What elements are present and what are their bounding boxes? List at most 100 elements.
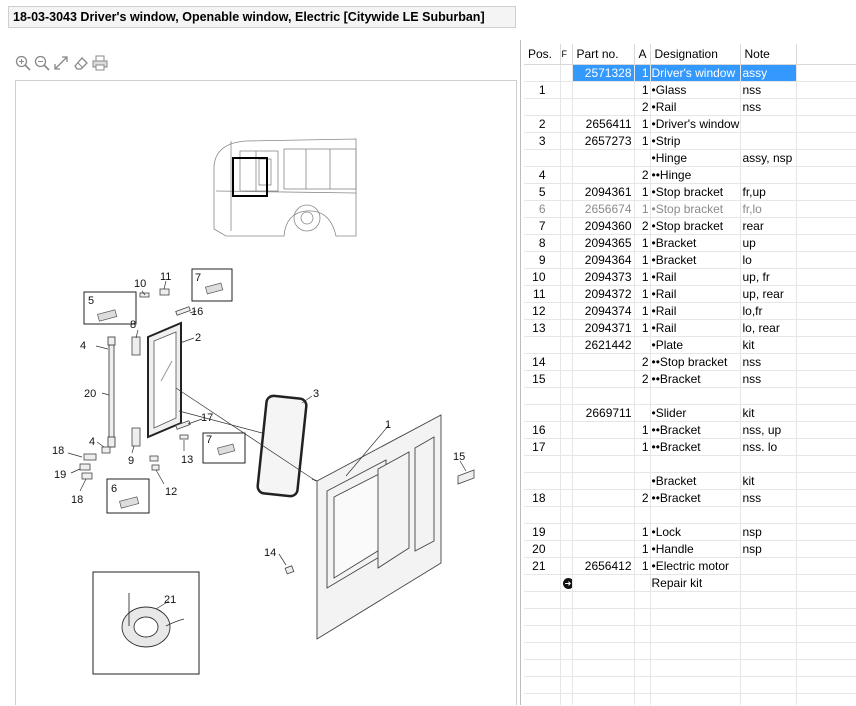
cell-des: •Plate (650, 336, 741, 354)
cell-qty: 1 (634, 302, 651, 320)
cell-pos: 12 (524, 302, 561, 320)
cell-filler (796, 353, 856, 371)
col-header-designation[interactable]: Designation (650, 44, 741, 65)
table-row[interactable] (524, 676, 856, 694)
table-row[interactable] (524, 455, 856, 473)
cell-qty (634, 455, 651, 473)
col-header-pos[interactable]: Pos. (524, 44, 561, 65)
cell-des: •Stop bracket (650, 217, 741, 235)
cell-filler (796, 540, 856, 558)
cell-note (740, 506, 797, 524)
col-header-qty[interactable]: A (634, 44, 651, 65)
cell-f (560, 268, 573, 286)
cell-note (740, 115, 797, 133)
zoom-out-icon[interactable] (33, 54, 51, 72)
cell-part (572, 608, 635, 626)
cell-des: •Rail (650, 268, 741, 286)
cell-part: 2656674 (572, 200, 635, 218)
title-bar: 18-03-3043 Driver's window, Openable win… (8, 6, 516, 28)
cell-des: •Rail (650, 98, 741, 116)
table-row[interactable] (524, 387, 856, 405)
callout-10: 10 (134, 278, 146, 290)
exploded-view-drawing[interactable]: 10 11 7 5 8 16 4 2 20 3 1 17 7 4 18 9 13… (15, 80, 517, 705)
cell-part (572, 455, 635, 473)
table-row[interactable] (524, 642, 856, 660)
table-row[interactable] (524, 693, 856, 705)
cell-part (572, 353, 635, 371)
fit-to-window-icon[interactable] (52, 54, 70, 72)
table-row[interactable]: ➜Repair kit (524, 574, 856, 592)
cell-pos (524, 64, 561, 82)
callout-21: 21 (164, 594, 176, 606)
parts-list-grid[interactable]: Pos. F Part no. A Designation Note 25713… (524, 44, 856, 705)
cell-f (560, 455, 573, 473)
cell-pos (524, 455, 561, 473)
cell-qty: 1 (634, 557, 651, 575)
table-row[interactable] (524, 591, 856, 609)
cell-filler (796, 370, 856, 388)
repair-kit-arrow-icon[interactable]: ➜ (562, 578, 571, 590)
cell-filler (796, 642, 856, 660)
window-highlight (232, 157, 268, 197)
callout-3: 3 (313, 388, 319, 400)
zoom-in-icon[interactable] (14, 54, 32, 72)
cell-filler (796, 574, 856, 592)
col-header-note[interactable]: Note (740, 44, 797, 65)
col-header-part-no[interactable]: Part no. (572, 44, 635, 65)
cell-note (740, 642, 797, 660)
table-row[interactable] (524, 659, 856, 677)
cell-pos (524, 336, 561, 354)
cell-note: fr,up (740, 183, 797, 201)
cell-pos (524, 676, 561, 694)
table-row[interactable] (524, 625, 856, 643)
cell-pos: 5 (524, 183, 561, 201)
cell-note: nss (740, 98, 797, 116)
door-panel (316, 414, 442, 640)
table-row[interactable] (524, 608, 856, 626)
cell-qty: 2 (634, 217, 651, 235)
cell-note (740, 591, 797, 609)
cell-des: •Glass (650, 81, 741, 99)
cell-f (560, 336, 573, 354)
panel-splitter[interactable] (520, 40, 521, 705)
cell-pos: 15 (524, 370, 561, 388)
print-icon[interactable] (91, 54, 109, 72)
cell-note: up (740, 234, 797, 252)
cell-filler (796, 557, 856, 575)
table-row[interactable] (524, 506, 856, 524)
cell-filler (796, 200, 856, 218)
col-header-f[interactable]: F (560, 44, 573, 65)
cell-qty (634, 574, 651, 592)
window-frame-part2 (147, 321, 182, 439)
callout-8: 8 (130, 319, 136, 331)
eraser-icon[interactable] (72, 54, 90, 72)
